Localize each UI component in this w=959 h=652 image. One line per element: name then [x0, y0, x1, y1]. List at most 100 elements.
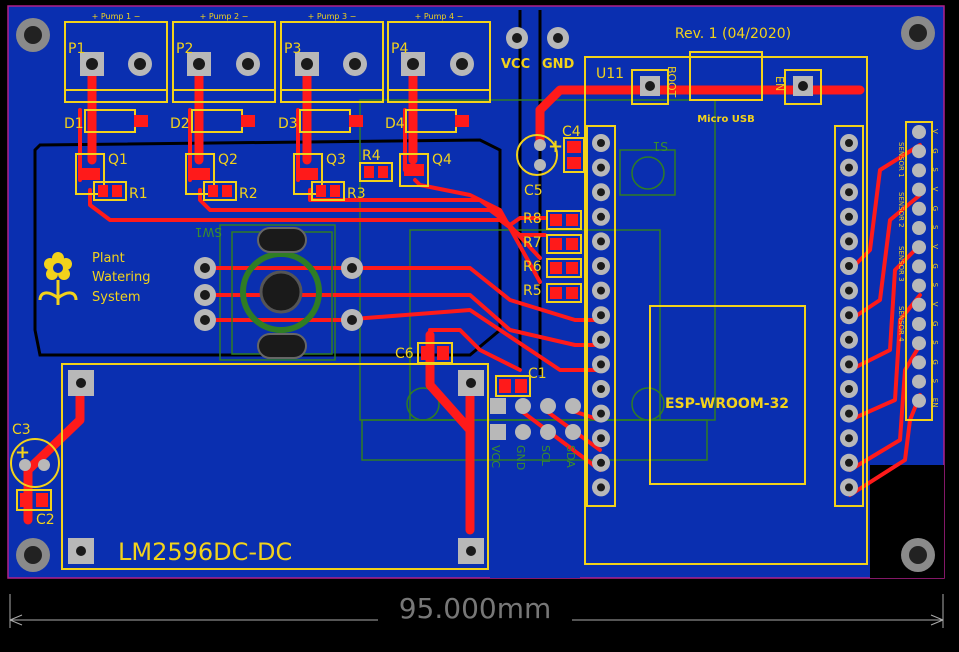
esp-name-label: ESP-WROOM-32 — [665, 396, 789, 412]
boot-label: BOOT — [665, 66, 678, 98]
sensor1-label: SENSOR 1 — [897, 142, 905, 178]
esp32-module — [584, 51, 868, 565]
i2c-label-vcc: VCC — [489, 445, 502, 468]
flower-logo — [38, 252, 78, 305]
pump-headers — [64, 21, 491, 103]
c3-label: C3 — [12, 422, 31, 438]
c5-capacitor — [516, 134, 558, 176]
s1-label: S1 — [653, 139, 668, 153]
sensor-pin — [912, 125, 926, 139]
c6-label: C6 — [395, 346, 414, 362]
dimension-line — [9, 594, 944, 628]
sensor-pin-label: S — [931, 167, 939, 172]
p3-label: P3 — [284, 41, 301, 57]
logo-line-2: Watering — [92, 270, 151, 285]
sensor-pin — [912, 221, 926, 235]
svg-text:+: + — [15, 442, 30, 463]
sensor-pin-label: V — [931, 187, 939, 192]
sensor-pin-label: EN — [931, 398, 939, 408]
dimension-label: 95.000mm — [399, 592, 552, 625]
ground-pour-outline — [33, 138, 502, 357]
sensor-pin-label: G — [931, 206, 939, 211]
q4-label: Q4 — [432, 152, 452, 168]
sensor-pin-label: G — [931, 359, 939, 364]
sensor-pin-label: S — [931, 379, 939, 384]
i2c-header — [490, 398, 581, 440]
c4-label: C4 — [562, 124, 581, 140]
q3-label: Q3 — [326, 152, 346, 168]
r6-label: R6 — [523, 259, 542, 275]
logo-line-3: System — [92, 290, 140, 305]
i2c-label-sda: SDA — [564, 445, 577, 468]
rotary-encoder-sw1 — [194, 227, 363, 359]
revision-label: Rev. 1 (04/2020) — [675, 26, 791, 42]
sensor4-label: SENSOR 4 — [897, 306, 905, 342]
q2-label: Q2 — [218, 152, 238, 168]
sensor-pin-label: V — [931, 302, 939, 307]
c5-label: C5 — [524, 183, 543, 199]
svg-text:+: + — [548, 136, 563, 157]
i2c-label-gnd: GND — [514, 445, 527, 470]
c2-label: C2 — [36, 512, 55, 528]
power-traces — [23, 55, 865, 535]
en-label: EN — [773, 76, 786, 91]
sensor-pin-label: G — [931, 148, 939, 153]
r8-label: R8 — [523, 211, 542, 227]
sensor-pin — [912, 393, 926, 408]
c1-capacitor — [495, 375, 531, 397]
i2c-label-scl: SCL — [539, 445, 552, 467]
pump3-header-label: + Pump 3 − — [308, 12, 357, 21]
resistors-r5-r8 — [546, 210, 582, 303]
r5-label: R5 — [523, 283, 542, 299]
dcdc-label: LM2596DC-DC — [118, 538, 292, 566]
sensor-pin — [912, 259, 926, 274]
r2-label: R2 — [239, 186, 258, 202]
diodes — [84, 109, 469, 133]
c4-capacitor — [563, 137, 585, 173]
sensor-pin — [912, 240, 926, 255]
usb-label: Micro USB — [697, 114, 755, 125]
c2-capacitor — [16, 489, 52, 511]
sensor-pin-label: V — [931, 129, 939, 134]
mosfets-resistors — [75, 153, 429, 201]
sensor-pin-label: G — [931, 263, 939, 268]
lm2596-module — [61, 363, 489, 570]
p2-label: P2 — [176, 41, 193, 57]
pump2-header-label: + Pump 2 − — [200, 12, 249, 21]
d4-label: D4 — [385, 116, 405, 132]
r7-label: R7 — [523, 235, 542, 251]
sensor-pin-label: S — [931, 283, 939, 288]
pump4-header-label: + Pump 4 − — [415, 12, 464, 21]
d2-label: D2 — [170, 116, 190, 132]
sensor-pin-label: S — [931, 225, 939, 230]
sensor-pin-label: V — [931, 244, 939, 249]
pump1-header-label: + Pump 1 − — [92, 12, 141, 21]
d3-label: D3 — [278, 116, 298, 132]
sensor-pin — [912, 317, 926, 331]
vcc-label: VCC — [501, 57, 530, 72]
sensor-pin — [912, 144, 926, 159]
p4-label: P4 — [391, 41, 408, 57]
r4-label: R4 — [362, 148, 381, 164]
sensor-pin — [912, 355, 926, 370]
sensor-pin-label: G — [931, 321, 939, 326]
sensor-pin — [912, 336, 926, 351]
gnd-label: GND — [542, 57, 575, 72]
q1-label: Q1 — [108, 152, 128, 168]
r1-label: R1 — [129, 186, 148, 202]
sw1-label: SW1 — [195, 225, 222, 239]
sensor-pin — [912, 182, 926, 197]
sensor-pin — [912, 374, 926, 389]
sensor2-label: SENSOR 2 — [897, 192, 905, 228]
sensor-pin — [912, 297, 926, 312]
sensor-pin — [912, 163, 926, 178]
sensor-pin — [912, 278, 926, 293]
logo-line-1: Plant — [92, 251, 125, 266]
sensor-header — [905, 121, 933, 421]
mounting-holes — [16, 16, 935, 572]
r3-label: R3 — [347, 186, 366, 202]
sensor-pin — [912, 201, 926, 216]
d1-label: D1 — [64, 116, 84, 132]
u11-label: U11 — [596, 66, 624, 82]
